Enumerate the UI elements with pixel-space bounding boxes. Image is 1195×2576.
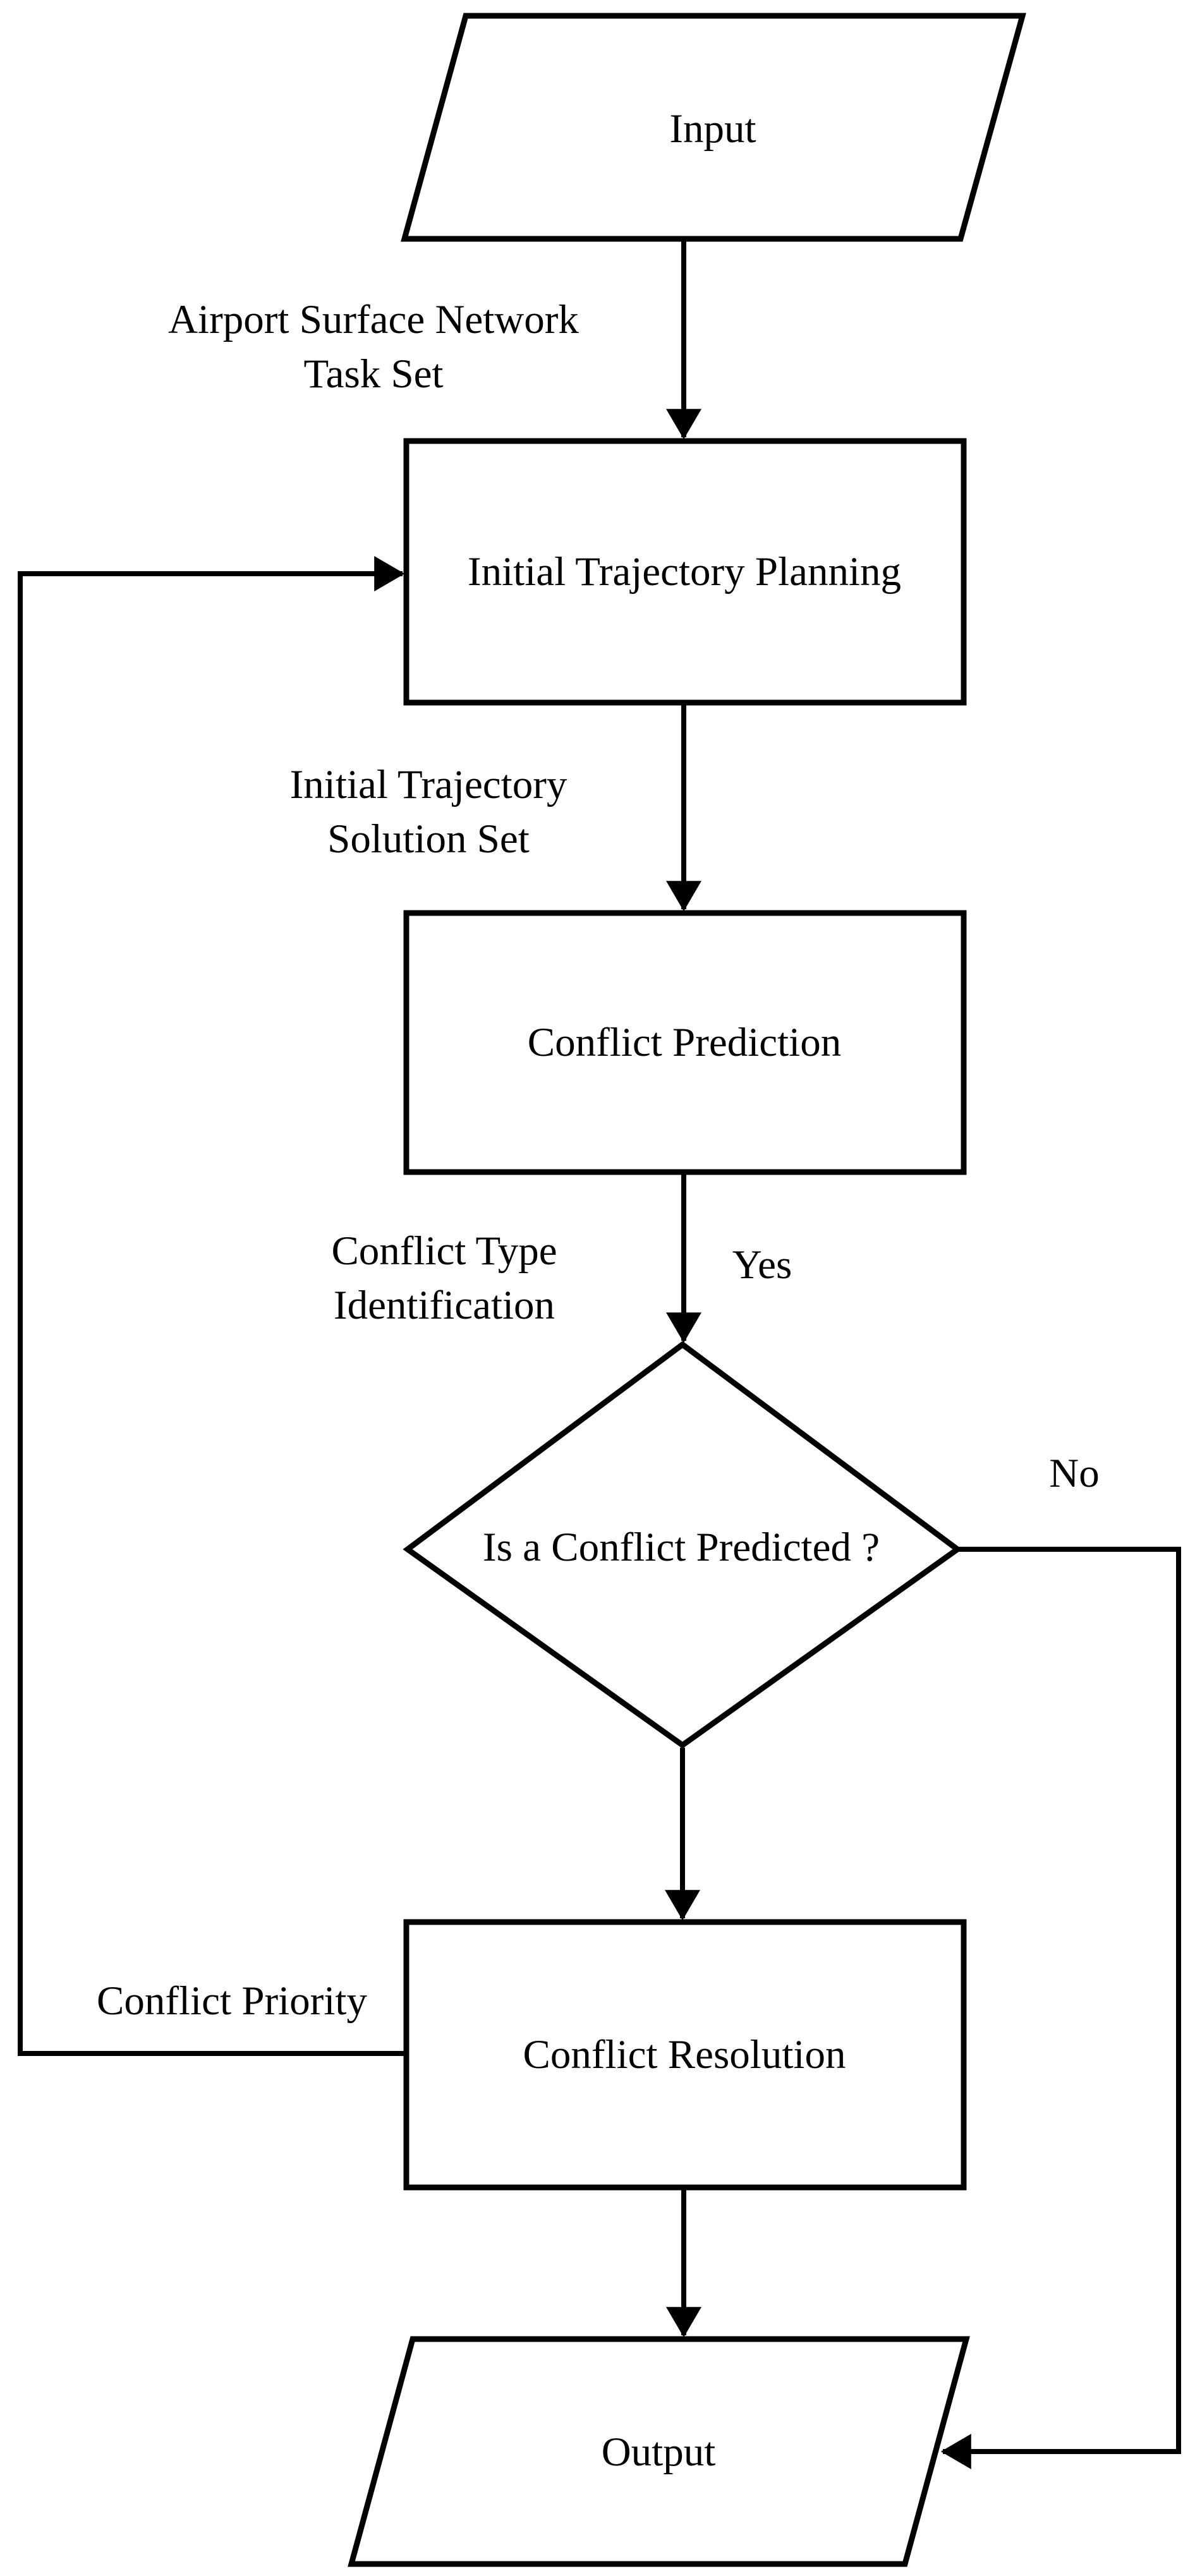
decision-label: Is a Conflict Predicted ?: [482, 1525, 880, 1571]
conflict-type-line2: Identification: [333, 1283, 555, 1328]
conflict-resolution-label: Conflict Resolution: [523, 2032, 846, 2078]
initial-solution-set-label: Initial Trajectory Solution Set: [290, 758, 567, 867]
conflict-type-identification-label: Conflict Type Identification: [331, 1225, 557, 1333]
airport-task-set-line2: Task Set: [303, 351, 444, 397]
conflict-type-line1: Conflict Type: [331, 1228, 557, 1274]
output-parallelogram: [348, 2336, 970, 2567]
conflict-resolution-box: [403, 1919, 967, 2191]
input-node-label: Input: [669, 106, 756, 152]
initial-trajectory-planning-box: [403, 438, 967, 706]
conflict-priority-label: Conflict Priority: [97, 1978, 367, 2024]
airport-task-set-label: Airport Surface Network Task Set: [168, 293, 579, 402]
conflict-prediction-box: [403, 910, 967, 1175]
airport-task-set-line1: Airport Surface Network: [168, 297, 579, 343]
decision-diamond: [403, 1341, 962, 1749]
input-parallelogram: [401, 13, 1026, 242]
no-branch-label: No: [1049, 1451, 1100, 1497]
initial-trajectory-planning-label: Initial Trajectory Planning: [467, 549, 902, 595]
arrow-feedback-to-planning: [18, 556, 406, 2056]
yes-branch-label: Yes: [732, 1242, 792, 1288]
initial-solution-set-line2: Solution Set: [327, 816, 530, 862]
output-node-label: Output: [601, 2429, 716, 2476]
arrow-no-branch-to-output: [940, 1547, 1181, 2469]
initial-solution-set-line1: Initial Trajectory: [289, 762, 567, 808]
conflict-prediction-label: Conflict Prediction: [527, 1020, 842, 1066]
